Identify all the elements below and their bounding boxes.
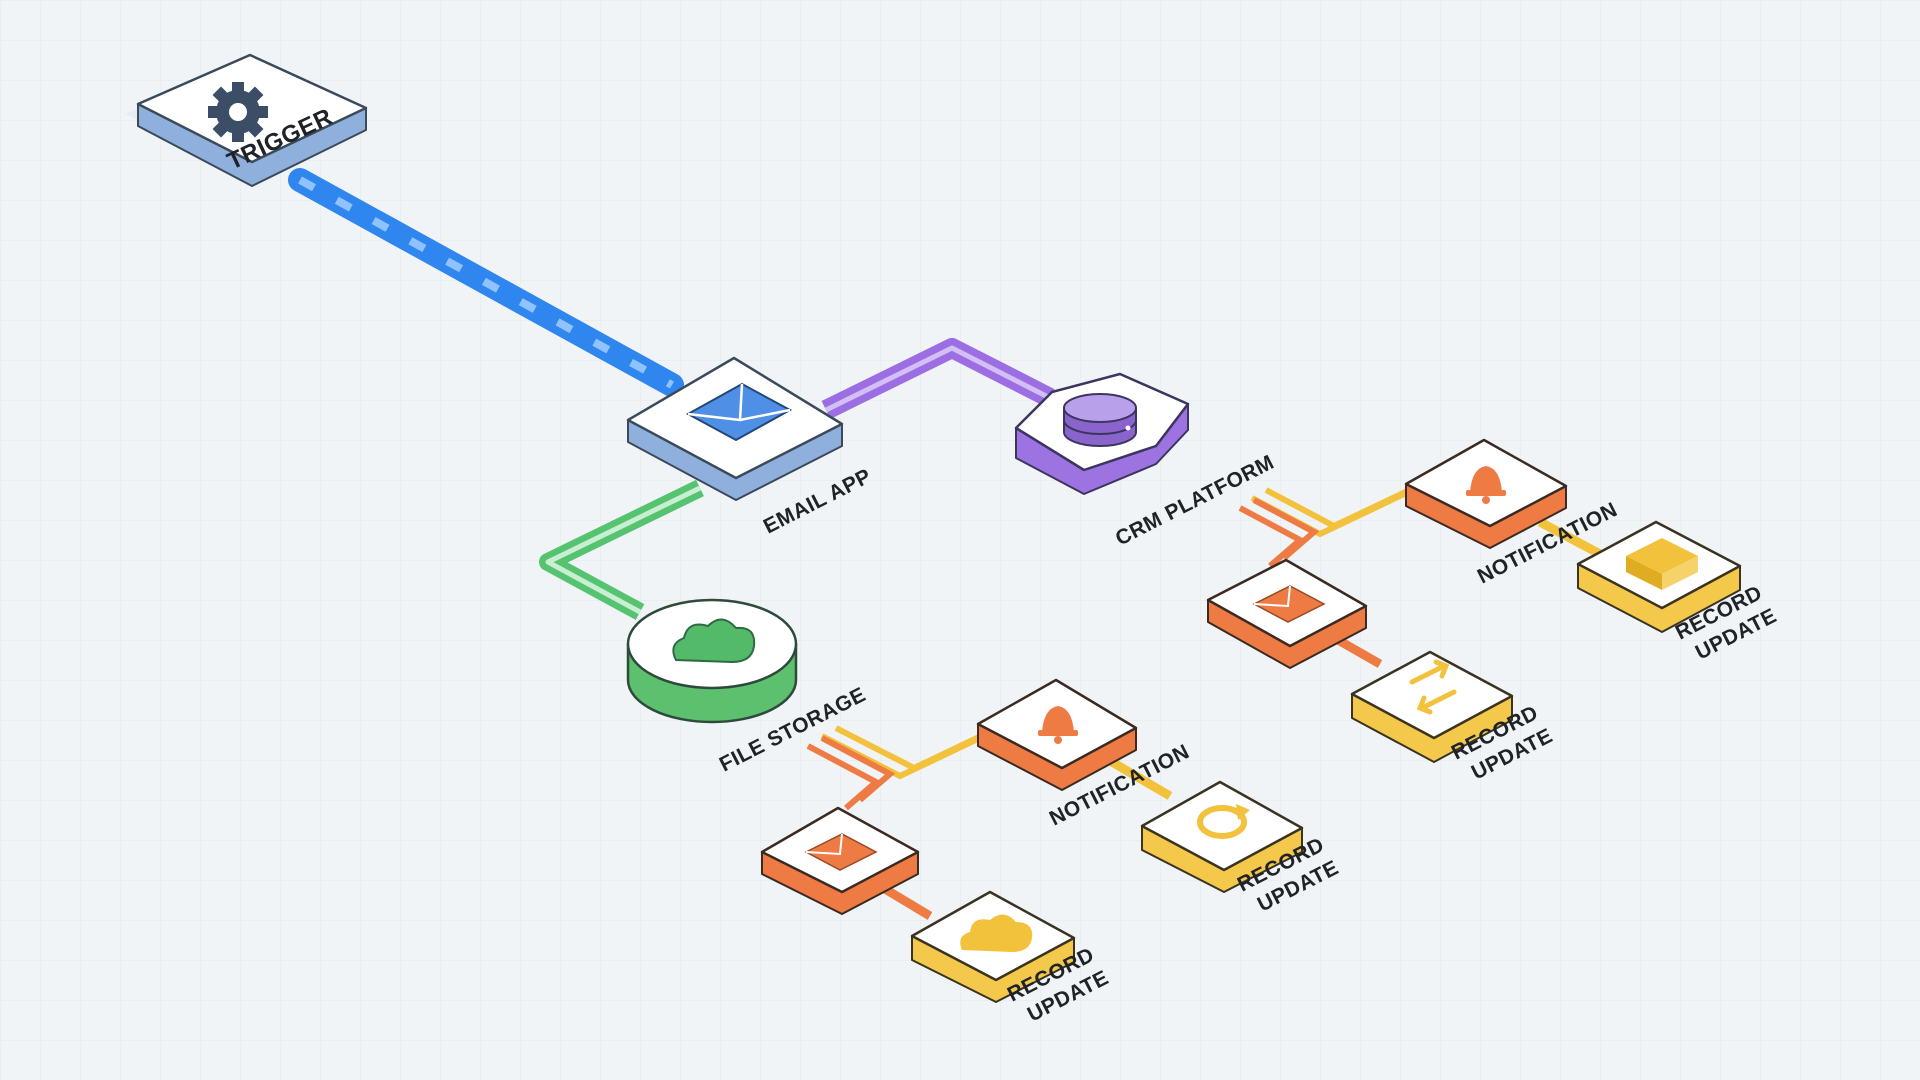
cloud-icon — [672, 618, 756, 664]
envelope-icon — [685, 382, 793, 442]
gear-icon — [208, 82, 268, 142]
crm-email-node[interactable] — [1206, 558, 1368, 669]
connector-notification-to-record — [1537, 518, 1603, 558]
envelope-icon — [804, 833, 878, 871]
bell-icon — [1038, 706, 1078, 744]
database-icon — [1063, 393, 1137, 447]
connector-fs-to-email — [806, 735, 896, 811]
envelope-icon — [1252, 585, 1326, 623]
connector-email-to-file-storage — [539, 479, 704, 620]
connector-email-to-crm — [821, 338, 1055, 419]
sync-arrows-icon — [1409, 659, 1457, 715]
fs-email-node[interactable] — [760, 806, 920, 915]
archive-box-icon — [1626, 538, 1698, 590]
bell-icon — [1466, 466, 1506, 504]
refresh-icon — [1197, 804, 1250, 839]
cloud-icon — [960, 914, 1033, 952]
connector-crm-to-email — [1238, 497, 1320, 569]
connector-email-to-record — [1335, 636, 1383, 668]
connector-fs-email-to-record — [877, 882, 933, 920]
connector-trigger-to-email — [288, 168, 684, 397]
connector-fs-notification-to-record — [1109, 758, 1173, 800]
